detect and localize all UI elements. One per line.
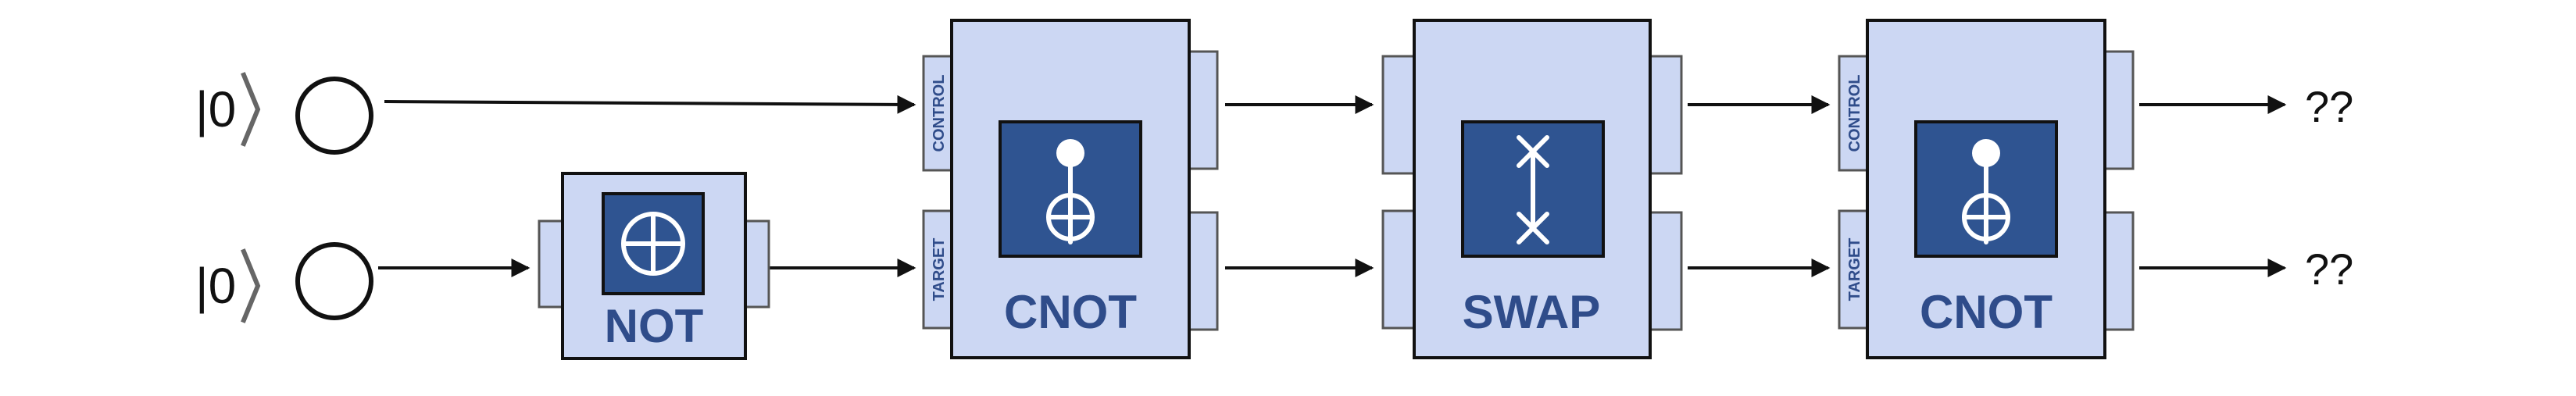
swap-icon <box>1517 135 1549 244</box>
cnot-gate-1[interactable]: CONTROL TARGET CNOT <box>922 19 1219 359</box>
cnot-gate-2[interactable]: CONTROL TARGET CNOT <box>1838 19 2135 359</box>
qubit-0-ket-label: |0 <box>195 81 236 137</box>
cnot-gate-2-control-port <box>1838 55 1869 172</box>
cnot-gate-1-label: CNOT <box>1004 286 1137 338</box>
cnot-gate-1-output-port-bottom <box>1188 211 1219 331</box>
cnot-gate-2-output-port-bottom <box>2103 211 2135 331</box>
cnot-gate-1-target-port <box>922 209 953 330</box>
cnot-gate-2-control-label: CONTROL <box>1846 75 1863 152</box>
swap-gate-output-port-top <box>1649 55 1683 175</box>
cnot-gate-2-target-label: TARGET <box>1846 238 1863 301</box>
cnot-gate-2-output-port-top <box>2103 50 2135 170</box>
not-gate-output-port <box>744 219 770 309</box>
not-gate-label: NOT <box>605 300 704 352</box>
cnot-gate-1-control-label: CONTROL <box>931 75 948 152</box>
swap-gate[interactable]: SWAP <box>1381 19 1683 359</box>
qubit-0-result: ?? <box>2305 82 2353 131</box>
not-gate-input-port <box>538 219 564 309</box>
qubit-1-ket-bracket <box>241 248 261 323</box>
cnot-gate-2-label: CNOT <box>1920 286 2053 338</box>
cnot-icon <box>1046 139 1095 244</box>
cnot-gate-1-control-port <box>922 55 953 172</box>
xor-icon <box>621 212 685 276</box>
cnot-gate-1-output-port-top <box>1188 50 1219 170</box>
wire-q0-to-cnot1 <box>384 95 916 114</box>
cnot-icon <box>1962 139 2010 244</box>
qubit-1-result: ?? <box>2305 244 2353 294</box>
qubit-1-input-circle <box>295 242 373 320</box>
swap-gate-label: SWAP <box>1463 286 1601 338</box>
not-gate[interactable]: NOT <box>538 172 770 360</box>
qubit-0-input-circle <box>295 77 373 155</box>
cnot-gate-1-target-label: TARGET <box>931 238 948 301</box>
qubit-1-ket: |0 <box>195 248 261 323</box>
qubit-0-ket-bracket <box>241 72 261 147</box>
swap-gate-input-port-top <box>1381 55 1416 175</box>
swap-gate-input-port-bottom <box>1381 209 1416 330</box>
swap-gate-output-port-bottom <box>1649 211 1683 331</box>
qubit-0-ket: |0 <box>195 72 261 147</box>
qubit-1-ket-label: |0 <box>195 258 236 314</box>
